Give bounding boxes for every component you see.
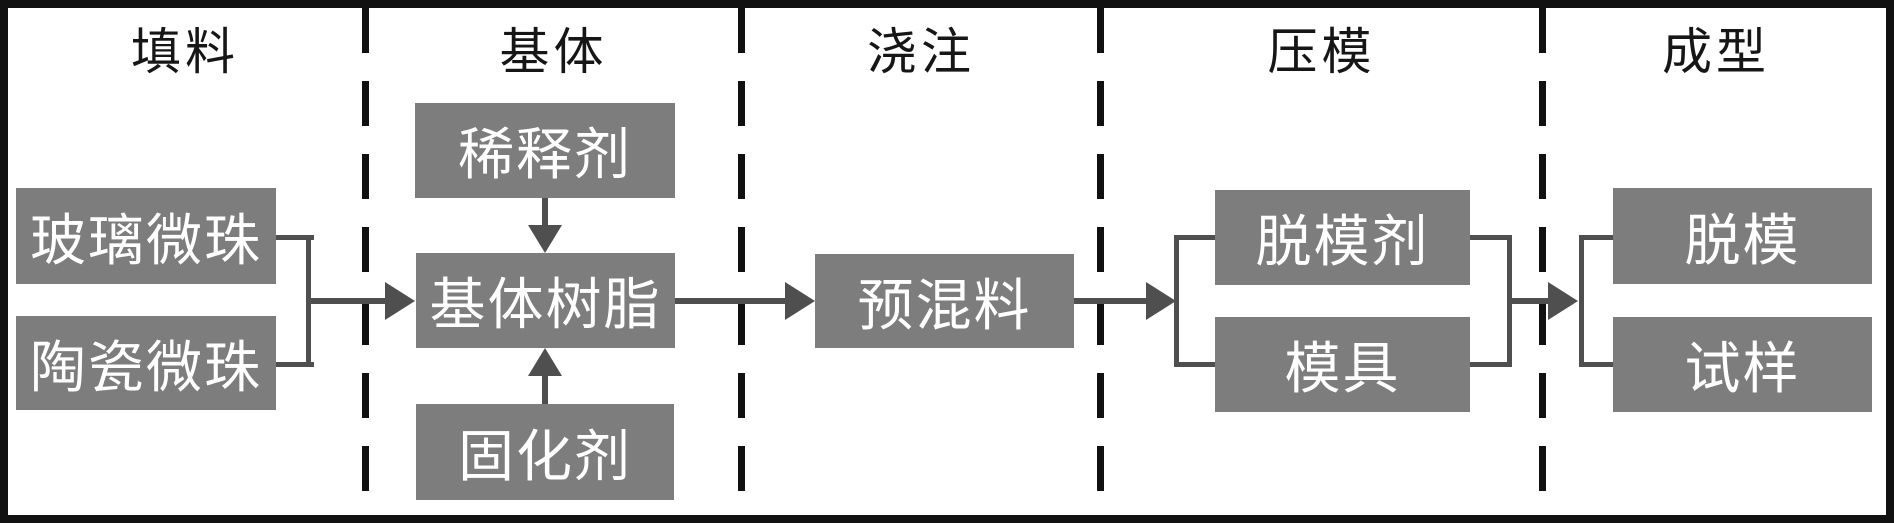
box-ceramic-microbeads: 陶瓷微珠 — [16, 316, 276, 410]
split-bracket-forming-bottom-stub — [1579, 362, 1613, 367]
box-release-agent: 脱模剂 — [1215, 190, 1470, 285]
arrow-resin-to-premix-head — [785, 282, 815, 320]
split-bracket-molding-bottom-stub — [1174, 362, 1215, 367]
merge-bracket-filler-top-stub — [276, 235, 314, 240]
arrow-resin-to-premix-line — [675, 298, 785, 304]
stage-header-molding: 压模 — [1267, 24, 1376, 80]
arrow-premix-to-molding-line — [1074, 298, 1146, 304]
box-mold: 模具 — [1215, 317, 1470, 412]
stage-divider-3 — [1097, 8, 1104, 515]
arrow-filler-to-resin-head — [385, 282, 415, 320]
merge-bracket-molding-vertical — [1507, 235, 1512, 367]
stage-divider-2 — [738, 8, 745, 515]
merge-bracket-filler-vertical — [306, 235, 311, 367]
arrow-diluent-to-resin-line — [542, 198, 548, 228]
box-premix: 预混料 — [815, 254, 1074, 348]
arrow-curing-to-resin-head — [528, 348, 562, 376]
box-diluent: 稀释剂 — [415, 103, 675, 198]
stage-header-matrix: 基体 — [499, 24, 608, 80]
merge-bracket-filler-bottom-stub — [276, 362, 314, 367]
merge-bracket-molding-bottom-stub — [1470, 362, 1512, 367]
arrow-molding-to-forming-line — [1512, 298, 1550, 304]
box-matrix-resin: 基体树脂 — [416, 253, 675, 348]
box-specimen: 试样 — [1613, 317, 1872, 412]
stage-header-forming: 成型 — [1662, 24, 1770, 80]
box-demolding: 脱模 — [1613, 188, 1872, 284]
merge-bracket-molding-top-stub — [1470, 235, 1512, 240]
split-bracket-molding-vertical — [1174, 235, 1179, 367]
box-glass-microbeads: 玻璃微珠 — [16, 188, 276, 284]
split-bracket-molding-top-stub — [1174, 235, 1215, 240]
arrow-molding-to-forming-head — [1548, 282, 1578, 320]
stage-header-filler: 填料 — [131, 24, 239, 80]
arrow-premix-to-molding-head — [1146, 282, 1176, 320]
arrow-filler-to-resin-line — [311, 298, 385, 304]
stage-divider-4 — [1539, 8, 1546, 515]
stage-divider-1 — [362, 8, 369, 515]
arrow-diluent-to-resin-head — [528, 225, 562, 253]
split-bracket-forming-vertical — [1579, 235, 1584, 367]
split-bracket-forming-top-stub — [1579, 235, 1613, 240]
stage-header-pouring: 浇注 — [867, 24, 975, 80]
arrow-curing-to-resin-line — [542, 376, 548, 404]
box-curing-agent: 固化剂 — [416, 404, 674, 500]
